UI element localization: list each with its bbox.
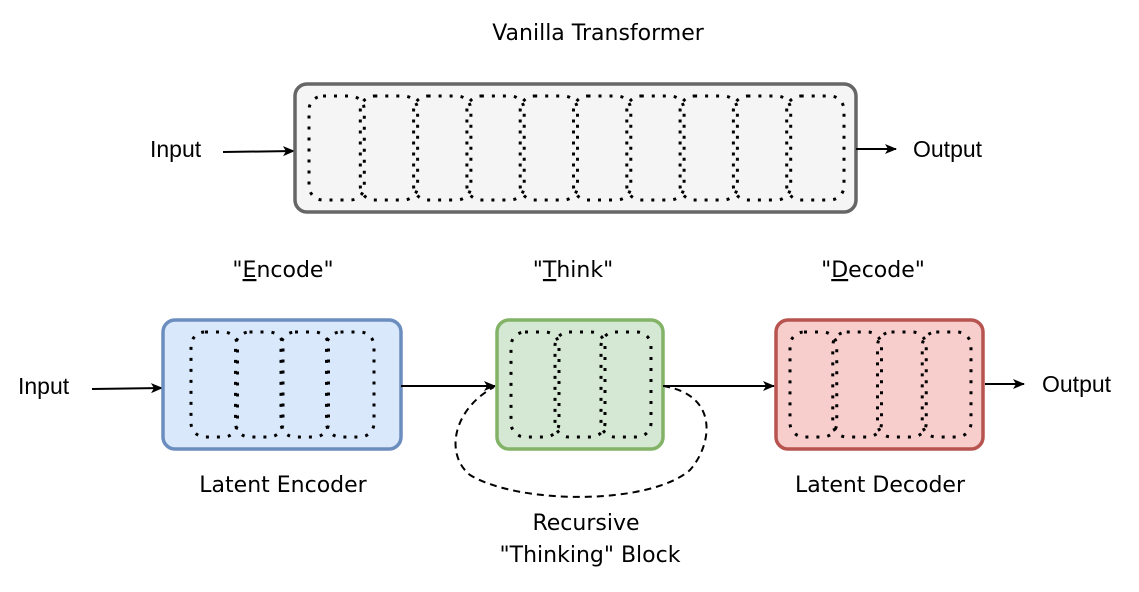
latent-decoder-block [774,318,985,451]
vanilla-input-label: Input [150,136,202,162]
decode-heading: "Decode" [821,258,925,283]
latent-decoder-caption: Latent Decoder [795,473,966,498]
encoder-layers [189,330,376,439]
layer-capsule [509,330,561,439]
layer-capsule [876,330,928,439]
recursive-caption-line1: Recursive [532,511,639,536]
diagram-title: Vanilla Transformer [492,21,705,46]
think-heading: "Think" [533,258,613,283]
pipeline-input-arrow [91,383,163,394]
layer-capsule [279,330,330,439]
layer-capsule [678,94,739,202]
layer-capsule [788,330,839,439]
vanilla-input-arrow [222,146,295,157]
vanilla-transformer: Input Output [150,82,983,214]
layer-capsule [831,330,883,439]
layer-capsule [518,94,580,202]
vanilla-output-label: Output [913,136,983,162]
layer-capsule [625,94,686,202]
decoder-layers [788,330,973,439]
recursive-caption-line2: "Thinking" Block [500,543,681,568]
layer-capsule [731,94,793,202]
layer-capsule [412,94,473,202]
layer-capsule [325,330,376,439]
encode-heading: "Encode" [232,258,333,283]
thinking-layers [509,330,653,439]
layer-capsule [553,330,607,439]
layer-capsule [572,94,633,202]
pipeline-input-label: Input [18,373,70,399]
layer-capsule [920,330,973,439]
layer-capsule [465,94,526,202]
layer-capsule [358,94,420,202]
vanilla-layers [307,94,846,202]
layer-capsule [307,94,366,202]
pipeline-output-label: Output [1042,371,1112,397]
thinking-block [495,318,665,451]
latent-encoder-caption: Latent Encoder [199,473,367,498]
recursive-loop-arrow [454,385,708,498]
layer-capsule [189,330,239,439]
layer-capsule [234,330,285,439]
layer-capsule [599,330,653,439]
layer-capsule [785,94,846,202]
